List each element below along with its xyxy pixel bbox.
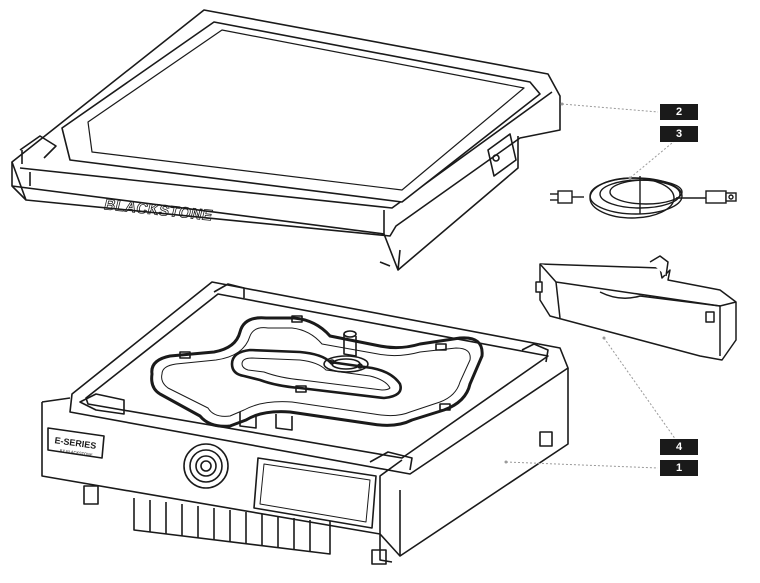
leader-line-3 <box>629 137 679 179</box>
leader-lines <box>504 102 679 469</box>
part-label-4: 4 <box>660 439 698 455</box>
base-heating-unit <box>41 281 569 565</box>
leader-line-4 <box>603 337 677 441</box>
part-label-2: 2 <box>660 104 698 120</box>
control-panel-logo-sub: BY BLACKSTONE <box>59 448 93 458</box>
leader-line-2 <box>561 103 659 113</box>
grease-tray <box>535 255 737 361</box>
power-cord <box>550 176 737 219</box>
part-label-1: 1 <box>660 460 698 476</box>
part-label-3: 3 <box>660 126 698 142</box>
leader-line-1 <box>505 461 659 469</box>
griddle-lid <box>11 9 561 271</box>
